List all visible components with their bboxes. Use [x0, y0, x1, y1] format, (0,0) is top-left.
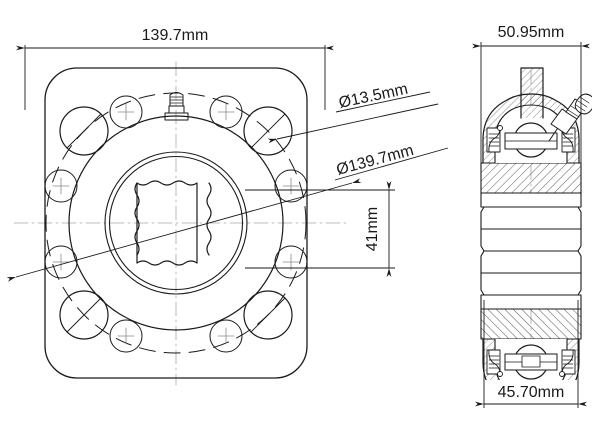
bolt-hole [109, 95, 143, 129]
bottom-housing-section [482, 338, 580, 380]
dim-side-width-bottom: 45.70mm [475, 300, 587, 408]
dim-side-width-bottom-text: 45.70mm [498, 384, 565, 401]
corner-bolt-hole [59, 290, 109, 340]
flange-outline [44, 67, 308, 379]
bolt-hole [209, 319, 243, 353]
dim-front-width: 139.7mm [16, 27, 334, 110]
corner-bolt-hole [243, 106, 293, 156]
bolt-hole [209, 95, 243, 129]
corner-bolt-hole [59, 106, 109, 156]
dim-side-width-top-text: 50.95mm [498, 24, 565, 41]
seal-left-lower [486, 349, 503, 377]
grease-fitting-section [548, 93, 592, 142]
top-housing-section [482, 67, 592, 164]
dim-hub-height-text: 41mm [364, 207, 381, 251]
side-section-view [480, 67, 592, 380]
bolt-hole [109, 319, 143, 353]
dim-side-width-top: 50.95mm [472, 24, 590, 172]
side-dimensions: 50.95mm 45.70mm [472, 24, 590, 408]
dim-hub-height: 41mm [245, 181, 395, 277]
corner-bolt-holes [59, 106, 293, 340]
corner-bolt-hole [243, 290, 293, 340]
grease-fitting-icon [164, 92, 189, 121]
outer-race-body [480, 162, 582, 340]
seal-right-lower [559, 349, 576, 377]
seal-left [486, 125, 503, 153]
dim-front-width-text: 139.7mm [142, 27, 209, 44]
